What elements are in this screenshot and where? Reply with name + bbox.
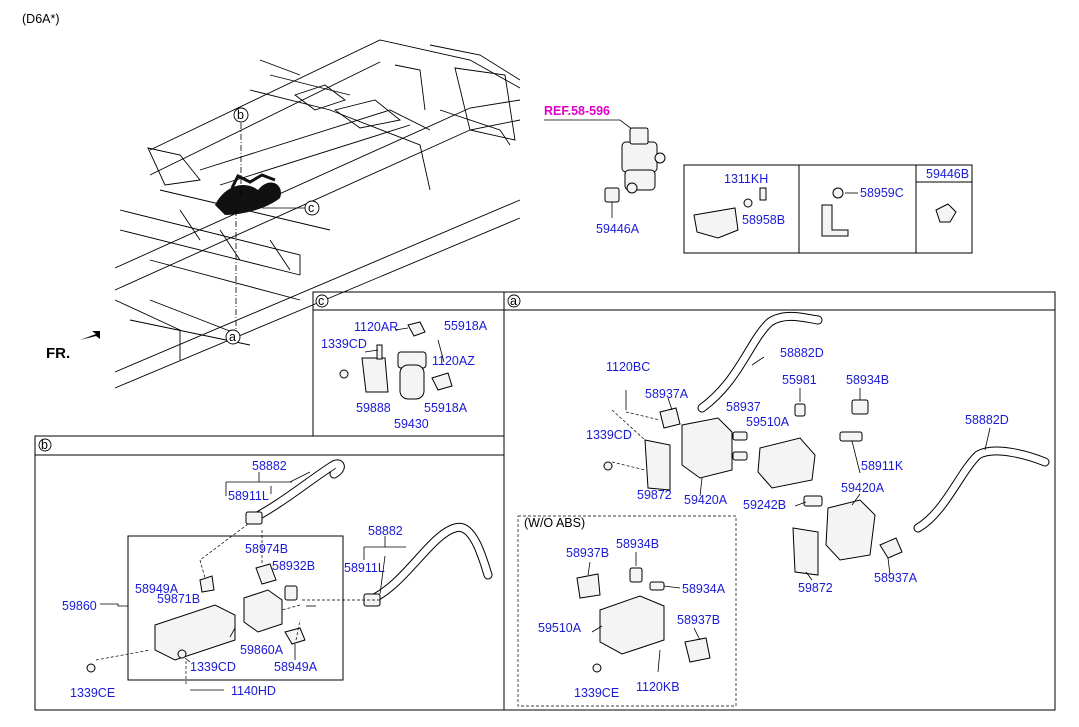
label-1339CD: 1339CD	[321, 337, 367, 351]
label-1120BC: 1120BC	[606, 360, 650, 374]
label-59860: 59860	[62, 599, 97, 613]
vehicle-frame-illustration: b c a	[114, 39, 521, 389]
front-direction-indicator: FR.	[46, 331, 100, 362]
section-a: a 1120BC 58882D 58937A 55981 58934B 5893…	[503, 291, 1056, 711]
section-b: b 58882 58911L 58974B 58882 58949A 58932…	[34, 435, 505, 711]
label-59430: 59430	[394, 417, 429, 431]
label-59420A-2: 59420A	[841, 481, 885, 495]
label-58934B-wo: 58934B	[616, 537, 659, 551]
callout-b-top: b	[237, 108, 244, 122]
label-1339CE: 1339CE	[70, 686, 115, 700]
label-59871B: 59871B	[157, 592, 200, 606]
callout-a-top: a	[229, 330, 236, 344]
label-55918A-2: 55918A	[424, 401, 468, 415]
label-58974B: 58974B	[245, 542, 288, 556]
label-58937A-2: 58937A	[874, 571, 918, 585]
section-c: c 1120AR 55918A 1339CD 1120AZ 59888 5591…	[312, 291, 505, 437]
label-1339CD-b: 1339CD	[190, 660, 236, 674]
label-58949A: 58949A	[135, 582, 179, 596]
label-59510A: 59510A	[746, 415, 790, 429]
label-58934B: 58934B	[846, 373, 889, 387]
label-58934A: 58934A	[682, 582, 726, 596]
label-58937B-2: 58937B	[677, 613, 720, 627]
front-label: FR.	[46, 345, 70, 362]
label-58958B: 58958B	[742, 213, 785, 227]
label-59242B: 59242B	[743, 498, 786, 512]
label-58882-2: 58882	[368, 524, 403, 538]
label-1339CE-wo: 1339CE	[574, 686, 619, 700]
label-59420A: 59420A	[684, 493, 728, 507]
label-58959C: 58959C	[860, 186, 904, 200]
label-59872: 59872	[637, 488, 672, 502]
label-58937A: 58937A	[645, 387, 689, 401]
label-58932B: 58932B	[272, 559, 315, 573]
label-59888: 59888	[356, 401, 391, 415]
label-55918A: 55918A	[444, 319, 488, 333]
label-58911L-2: 58911L	[344, 561, 385, 575]
label-59872-2: 59872	[798, 581, 833, 595]
label-58937: 58937	[726, 400, 761, 414]
label-58937B: 58937B	[566, 546, 609, 560]
label-58882: 58882	[252, 459, 287, 473]
section-b-callout: b	[41, 438, 48, 452]
label-58911K: 58911K	[861, 459, 904, 473]
label-1311KH: 1311KH	[724, 172, 768, 186]
label-1120AZ: 1120AZ	[432, 354, 475, 368]
label-55981: 55981	[782, 373, 817, 387]
header-code: (D6A*)	[22, 12, 60, 26]
label-58949A-2: 58949A	[274, 660, 318, 674]
label-1120KB: 1120KB	[636, 680, 680, 694]
wo-abs-label: (W/O ABS)	[524, 516, 585, 530]
label-1120AR: 1120AR	[354, 320, 398, 334]
label-1339CD-a: 1339CD	[586, 428, 632, 442]
label-59510A-wo: 59510A	[538, 621, 582, 635]
callout-c-top: c	[308, 201, 314, 215]
section-wo-abs: (W/O ABS) 58937B 58934B 58934A 58937B 59…	[517, 515, 737, 707]
label-59860A: 59860A	[240, 643, 284, 657]
label-58882D: 58882D	[780, 346, 824, 360]
section-a-callout: a	[510, 294, 517, 308]
reference-valve-group: REF.58-596 59446A	[544, 104, 666, 236]
ref-label: REF.58-596	[544, 104, 610, 118]
label-59446B: 59446B	[926, 167, 969, 181]
label-58911L: 58911L	[228, 489, 269, 503]
label-58882D-2: 58882D	[965, 413, 1009, 427]
fastener-table: 1311KH 58958B 58959C 59446B	[683, 164, 973, 254]
section-c-callout: c	[318, 294, 324, 308]
label-59446A: 59446A	[596, 222, 640, 236]
label-1140HD: 1140HD	[231, 684, 276, 698]
